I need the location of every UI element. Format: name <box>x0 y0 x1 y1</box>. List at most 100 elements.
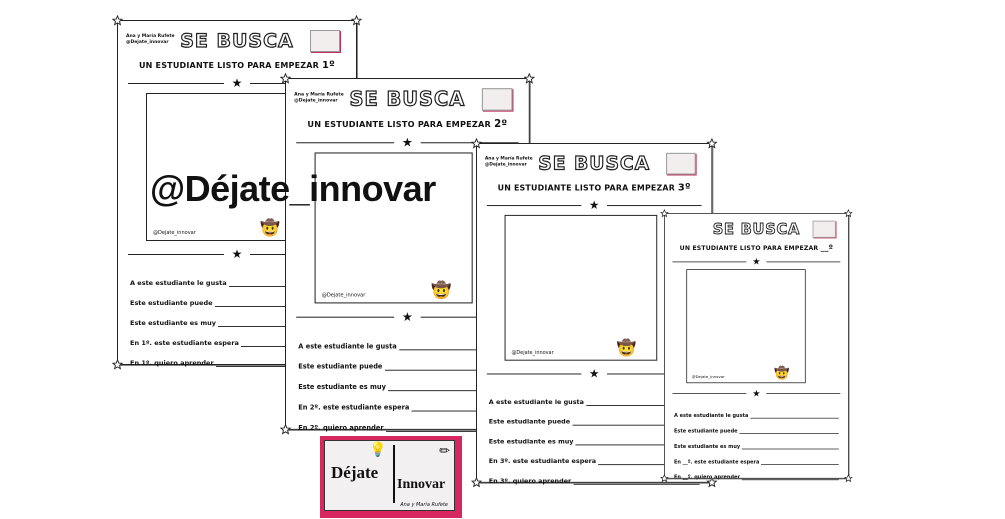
fill-in-row: En 1º. quiero aprender <box>130 347 344 367</box>
photo-frame: @Dejate_innovar 🤠 <box>504 214 658 361</box>
photo-frame: @Dejate_innovar 🤠 <box>146 93 301 241</box>
answer-line[interactable] <box>411 405 517 412</box>
answer-line[interactable] <box>217 321 344 327</box>
cowboy-icon: 🤠 <box>616 338 637 357</box>
mini-logo <box>310 30 340 52</box>
row-prompt: En 3º. este estudiante espera <box>488 457 597 466</box>
row-prompt: Este estudiante es muy <box>488 437 574 446</box>
star-outline-icon <box>844 474 853 483</box>
answer-line[interactable] <box>575 439 700 446</box>
sheet-title: SE BUSCA <box>712 220 801 238</box>
mini-logo <box>812 220 836 238</box>
answer-line[interactable] <box>585 400 700 406</box>
fill-in-row: A este estudiante le gusta <box>489 386 700 406</box>
sheet-subtitle: UN ESTUDIANTE LISTO PARA EMPEZAR 2º <box>307 118 508 131</box>
handle-text: @Dejate_innovar <box>321 292 366 299</box>
lightbulb-icon: 💡 <box>369 442 387 458</box>
answer-line[interactable] <box>215 361 344 367</box>
handle-text: @Dejate_innovar <box>511 349 554 356</box>
brand-logo: 💡 Déjate Innovar ✏ Ana y María Rufete <box>320 436 462 518</box>
answer-line[interactable] <box>760 460 839 465</box>
star-divider: ★ <box>672 388 841 399</box>
star-outline-icon <box>279 72 292 84</box>
handle-text: @Dejate_innovar <box>153 230 196 236</box>
sheet-subtitle: UN ESTUDIANTE LISTO PARA EMPEZAR __º <box>679 243 834 253</box>
star-outline-icon <box>523 72 535 84</box>
star-outline-icon <box>279 423 292 435</box>
answer-line[interactable] <box>398 344 517 351</box>
logo-authors: Ana y María Rufete <box>400 502 448 508</box>
answer-line[interactable] <box>214 301 344 307</box>
fill-in-row: Este estudiante es muy <box>674 434 839 450</box>
answer-line[interactable] <box>384 365 517 371</box>
star-outline-icon <box>660 474 669 483</box>
fill-in-row: Este estudiante puede <box>489 406 700 426</box>
fill-in-row: En 3º. quiero aprender <box>489 465 700 485</box>
star-icon: ★ <box>231 76 243 90</box>
author-credit: Ana y María Rufete@Dejate_innovar <box>294 92 344 104</box>
answer-line[interactable] <box>741 476 839 481</box>
star-outline-icon <box>471 476 482 488</box>
star-icon: ★ <box>401 309 413 324</box>
sheet-subtitle: UN ESTUDIANTE LISTO PARA EMPEZAR 1º <box>138 60 335 71</box>
row-prompt: A este estudiante le gusta <box>488 398 584 406</box>
grade-label: 1º <box>322 60 335 71</box>
row-prompt: En __º. quiero aprender <box>674 474 740 481</box>
grade-label: __º <box>820 243 834 253</box>
photo-frame: @Dejate_innovar 🤠 <box>314 152 473 304</box>
answer-line[interactable] <box>741 445 839 450</box>
star-outline-icon <box>112 15 123 26</box>
star-divider: ★ <box>486 367 702 380</box>
star-icon: ★ <box>588 198 600 212</box>
author-credit: Ana y María Rufete@Dejate_innovar <box>484 156 533 168</box>
star-outline-icon <box>351 15 362 26</box>
row-prompt: En __º. este estudiante espera <box>674 458 760 465</box>
handle-text: @Dejate_innovar <box>691 374 725 380</box>
fill-in-row: Este estudiante es muy <box>130 307 344 327</box>
cowboy-icon: 🤠 <box>260 218 280 237</box>
answer-line[interactable] <box>749 414 839 419</box>
row-prompt: Este estudiante es muy <box>674 443 741 450</box>
star-divider: ★ <box>296 309 519 324</box>
fill-in-row: A este estudiante le gusta <box>674 403 839 419</box>
answer-line[interactable] <box>385 426 517 432</box>
fill-in-row: En __º. quiero aprender <box>674 465 839 481</box>
cowboy-icon: 🤠 <box>774 365 790 381</box>
watermark: @Déjate_innovar <box>150 168 436 209</box>
row-prompt: Este estudiante puede <box>488 417 571 426</box>
fill-in-row: En 2º. este estudiante espera <box>298 391 517 412</box>
logo-divider <box>393 445 395 503</box>
answer-line[interactable] <box>598 459 700 466</box>
star-outline-icon <box>660 209 669 218</box>
star-icon: ★ <box>231 247 243 261</box>
row-prompt: Este estudiante puede <box>298 362 383 371</box>
mini-logo <box>481 88 513 111</box>
fill-in-row: En 3º. este estudiante espera <box>488 445 700 466</box>
fill-in-row: A este estudiante le gusta <box>298 330 517 351</box>
star-icon: ★ <box>401 135 413 150</box>
fill-in-row: Este estudiante es muy <box>298 371 517 392</box>
logo-word-2: Innovar <box>397 477 446 492</box>
star-divider: ★ <box>486 198 702 212</box>
row-prompt: En 1º. quiero aprender <box>130 359 214 367</box>
row-prompt: En 2º. este estudiante espera <box>298 403 410 412</box>
answer-line[interactable] <box>572 420 700 426</box>
row-prompt: En 3º. quiero aprender <box>488 476 572 485</box>
row-prompt: Este estudiante es muy <box>298 382 386 392</box>
row-prompt: A este estudiante le gusta <box>130 279 227 287</box>
answer-line[interactable] <box>387 385 517 392</box>
fill-in-row: Este estudiante es muy <box>489 426 700 446</box>
star-icon: ★ <box>752 256 761 267</box>
fill-in-row: En __º. este estudiante espera <box>674 449 839 465</box>
row-prompt: A este estudiante le gusta <box>674 412 749 419</box>
star-outline-icon <box>844 209 853 218</box>
fill-in-row: Este estudiante puede <box>674 419 839 434</box>
answer-line[interactable] <box>739 429 839 434</box>
sheet-subtitle: UN ESTUDIANTE LISTO PARA EMPEZAR 3º <box>497 182 691 194</box>
row-prompt: En 2º. quiero aprender <box>298 423 384 432</box>
answer-line[interactable] <box>573 479 700 485</box>
photo-frame: @Dejate_innovar 🤠 <box>686 269 806 384</box>
row-prompt: Este estudiante puede <box>674 427 738 434</box>
